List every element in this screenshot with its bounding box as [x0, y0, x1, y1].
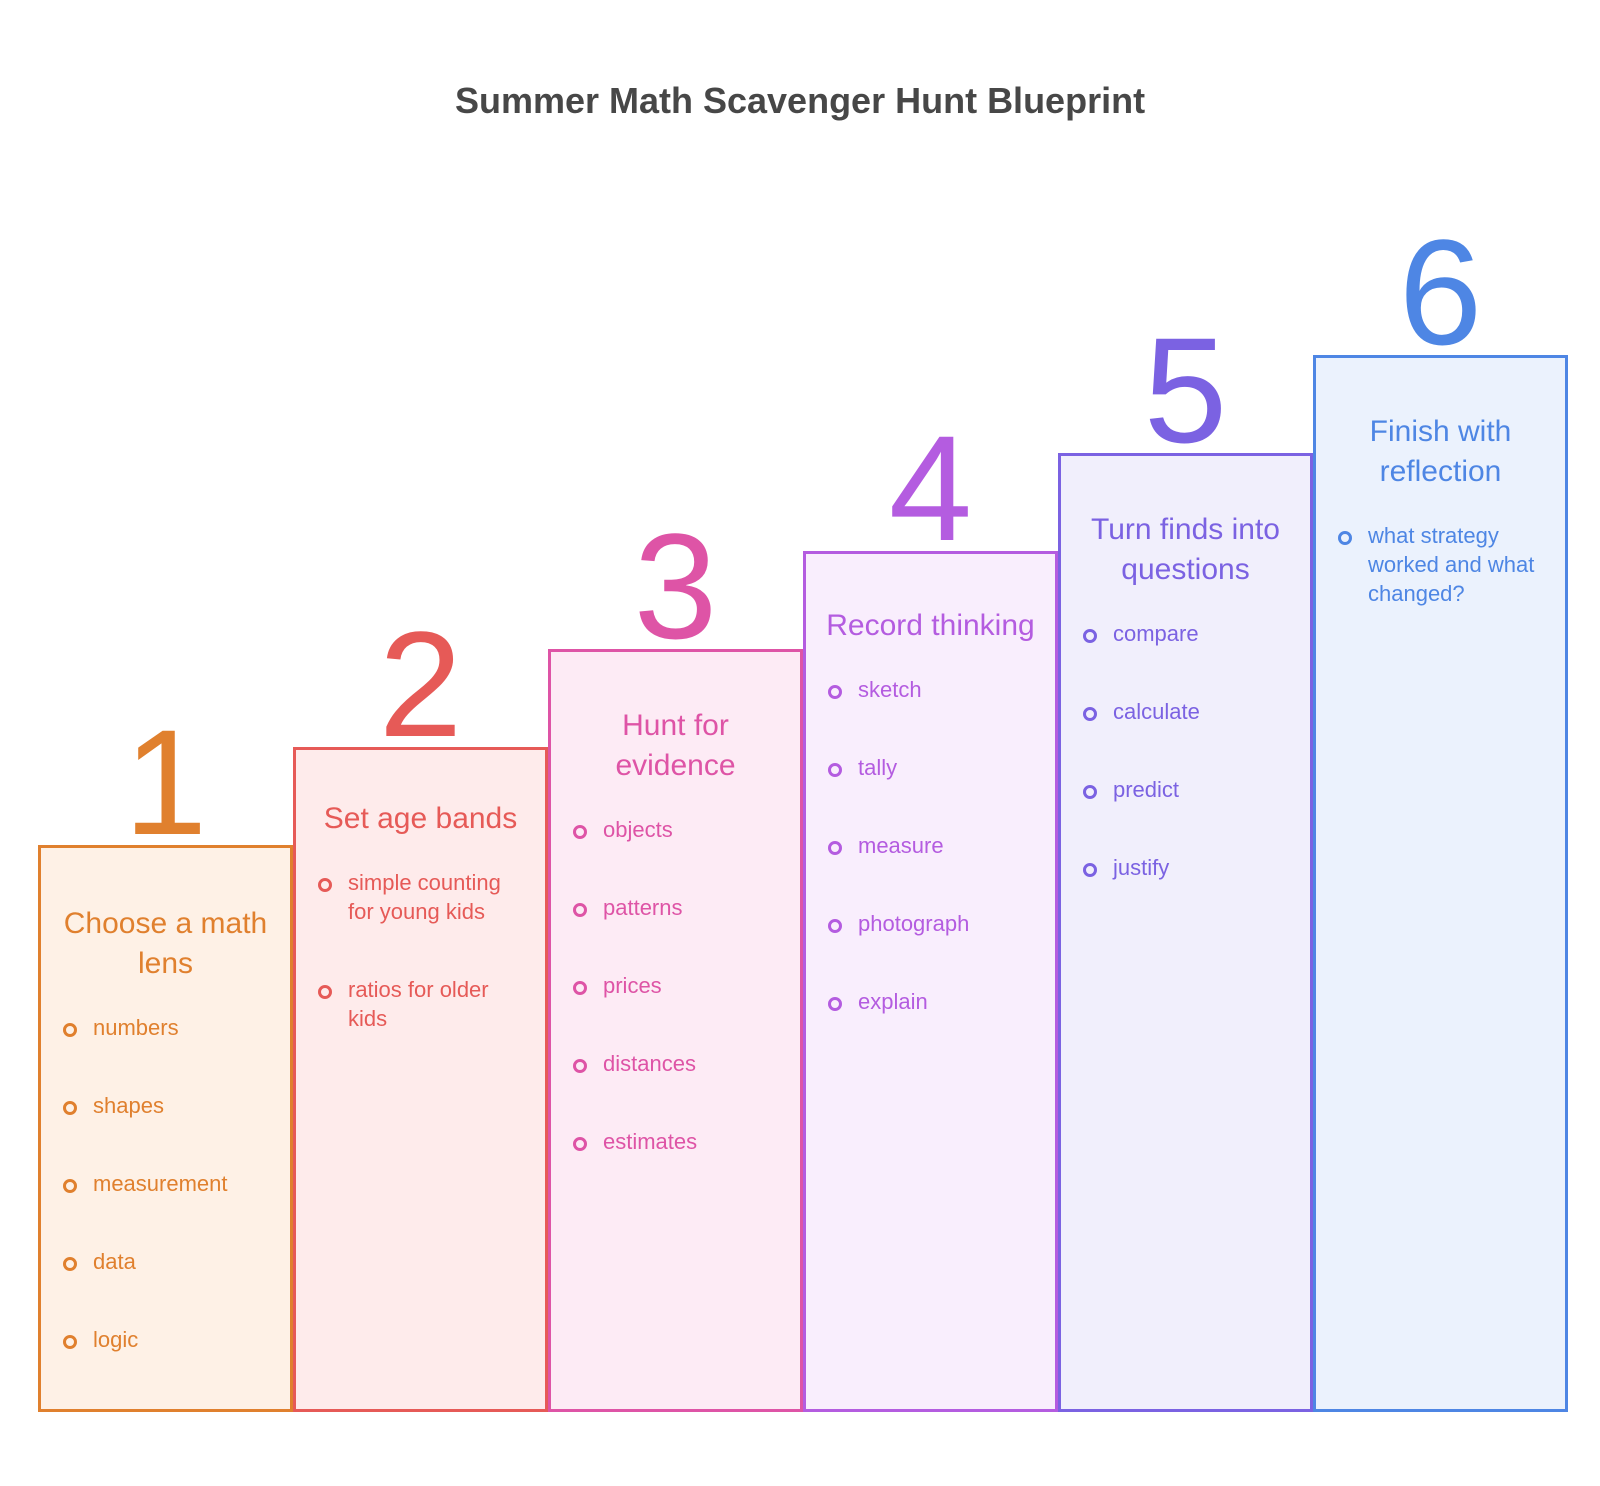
step-box: Finish with reflection what strategy work… [1313, 355, 1568, 1412]
step-number: 5 [1143, 306, 1228, 474]
step-heading: Finish with reflection [1369, 415, 1512, 488]
circle-bullet-icon [1083, 629, 1097, 643]
list-item: measurement [63, 1169, 274, 1198]
list-item: distances [573, 1049, 784, 1078]
step-heading: Record thinking [826, 609, 1035, 642]
list-item-text: data [93, 1249, 136, 1274]
circle-bullet-icon [828, 997, 842, 1011]
list-item: objects [573, 815, 784, 844]
circle-bullet-icon [573, 1059, 587, 1073]
step-heading: Choose a math lens [63, 907, 268, 980]
step-item-list: numbers shapes measurement data logic [41, 1013, 290, 1354]
list-item: measure [828, 831, 1039, 860]
list-item: justify [1083, 853, 1294, 882]
list-item: compare [1083, 619, 1294, 648]
circle-bullet-icon [63, 1179, 77, 1193]
circle-bullet-icon [1083, 707, 1097, 721]
list-item: estimates [573, 1127, 784, 1156]
circle-bullet-icon [828, 919, 842, 933]
circle-bullet-icon [1083, 863, 1097, 877]
list-item-text: logic [93, 1327, 139, 1352]
list-item-text: objects [603, 817, 673, 842]
list-item-text: calculate [1113, 699, 1200, 724]
list-item-text: photograph [858, 911, 970, 936]
circle-bullet-icon [573, 903, 587, 917]
circle-bullet-icon [318, 985, 332, 999]
circle-bullet-icon [1083, 785, 1097, 799]
step-heading: Hunt for evidence [615, 709, 736, 782]
step-box: Hunt for evidence objects patterns prices di… [548, 649, 803, 1412]
circle-bullet-icon [828, 841, 842, 855]
step-item-list: compare calculate predict justify [1061, 619, 1310, 882]
list-item: tally [828, 753, 1039, 782]
step-item-list: what strategy worked and what changed? [1316, 521, 1565, 608]
step-heading: Turn finds into questions [1091, 513, 1280, 586]
circle-bullet-icon [1338, 531, 1352, 545]
list-item: photograph [828, 909, 1039, 938]
list-item-text: numbers [93, 1015, 179, 1040]
list-item-text: predict [1113, 777, 1180, 802]
list-item: patterns [573, 893, 784, 922]
circle-bullet-icon [573, 981, 587, 995]
list-item: ratios for older kids [318, 975, 529, 1033]
list-item-text: measure [858, 833, 944, 858]
page-title: Summer Math Scavenger Hunt Blueprint [454, 80, 1146, 121]
circle-bullet-icon [828, 763, 842, 777]
step-number: 2 [378, 600, 463, 768]
list-item-text: prices [603, 973, 662, 998]
list-item: what strategy worked and what changed? [1338, 521, 1549, 608]
step-number: 1 [123, 698, 208, 866]
list-item-text: tally [858, 755, 898, 780]
list-item: data [63, 1247, 274, 1276]
step-number: 4 [888, 404, 973, 572]
list-item-text: justify [1113, 855, 1170, 880]
list-item-text: shapes [93, 1093, 164, 1118]
circle-bullet-icon [318, 878, 332, 892]
step-item-list: sketch tally measure photograph explain [806, 675, 1055, 1016]
list-item: sketch [828, 675, 1039, 704]
step-item-list: objects patterns prices distances estimates [551, 815, 800, 1156]
circle-bullet-icon [63, 1101, 77, 1115]
list-item: predict [1083, 775, 1294, 804]
step-box: Choose a math lens numbers shapes measureme… [38, 845, 293, 1412]
step-item-list: simple counting for young kids ratios for… [296, 868, 545, 1033]
list-item: logic [63, 1325, 274, 1354]
step-box: Record thinking sketch tally measure photogr… [803, 551, 1058, 1412]
list-item: calculate [1083, 697, 1294, 726]
circle-bullet-icon [63, 1257, 77, 1271]
list-item: shapes [63, 1091, 274, 1120]
circle-bullet-icon [63, 1023, 77, 1037]
list-item-text: distances [603, 1051, 696, 1076]
step-box: Set age bands simple counting for young k… [293, 747, 548, 1412]
circle-bullet-icon [573, 825, 587, 839]
list-item-text: measurement [93, 1171, 228, 1196]
list-item-text: what strategy worked and what changed? [1368, 523, 1535, 606]
circle-bullet-icon [828, 685, 842, 699]
step-heading: Set age bands [323, 802, 518, 835]
list-item-text: explain [858, 989, 928, 1014]
list-item: simple counting for young kids [318, 868, 529, 926]
circle-bullet-icon [573, 1137, 587, 1151]
circle-bullet-icon [63, 1335, 77, 1349]
list-item-text: simple counting for young kids [348, 870, 501, 924]
step-box: Turn finds into questions compare calculat… [1058, 453, 1313, 1412]
list-item-text: ratios for older kids [348, 977, 489, 1031]
list-item: explain [828, 987, 1039, 1016]
list-item-text: compare [1113, 621, 1199, 646]
list-item-text: sketch [858, 677, 922, 702]
list-item-text: estimates [603, 1129, 698, 1154]
step-number: 3 [633, 502, 718, 670]
list-item: prices [573, 971, 784, 1000]
list-item: numbers [63, 1013, 274, 1042]
step-number: 6 [1398, 208, 1483, 376]
list-item-text: patterns [603, 895, 683, 920]
